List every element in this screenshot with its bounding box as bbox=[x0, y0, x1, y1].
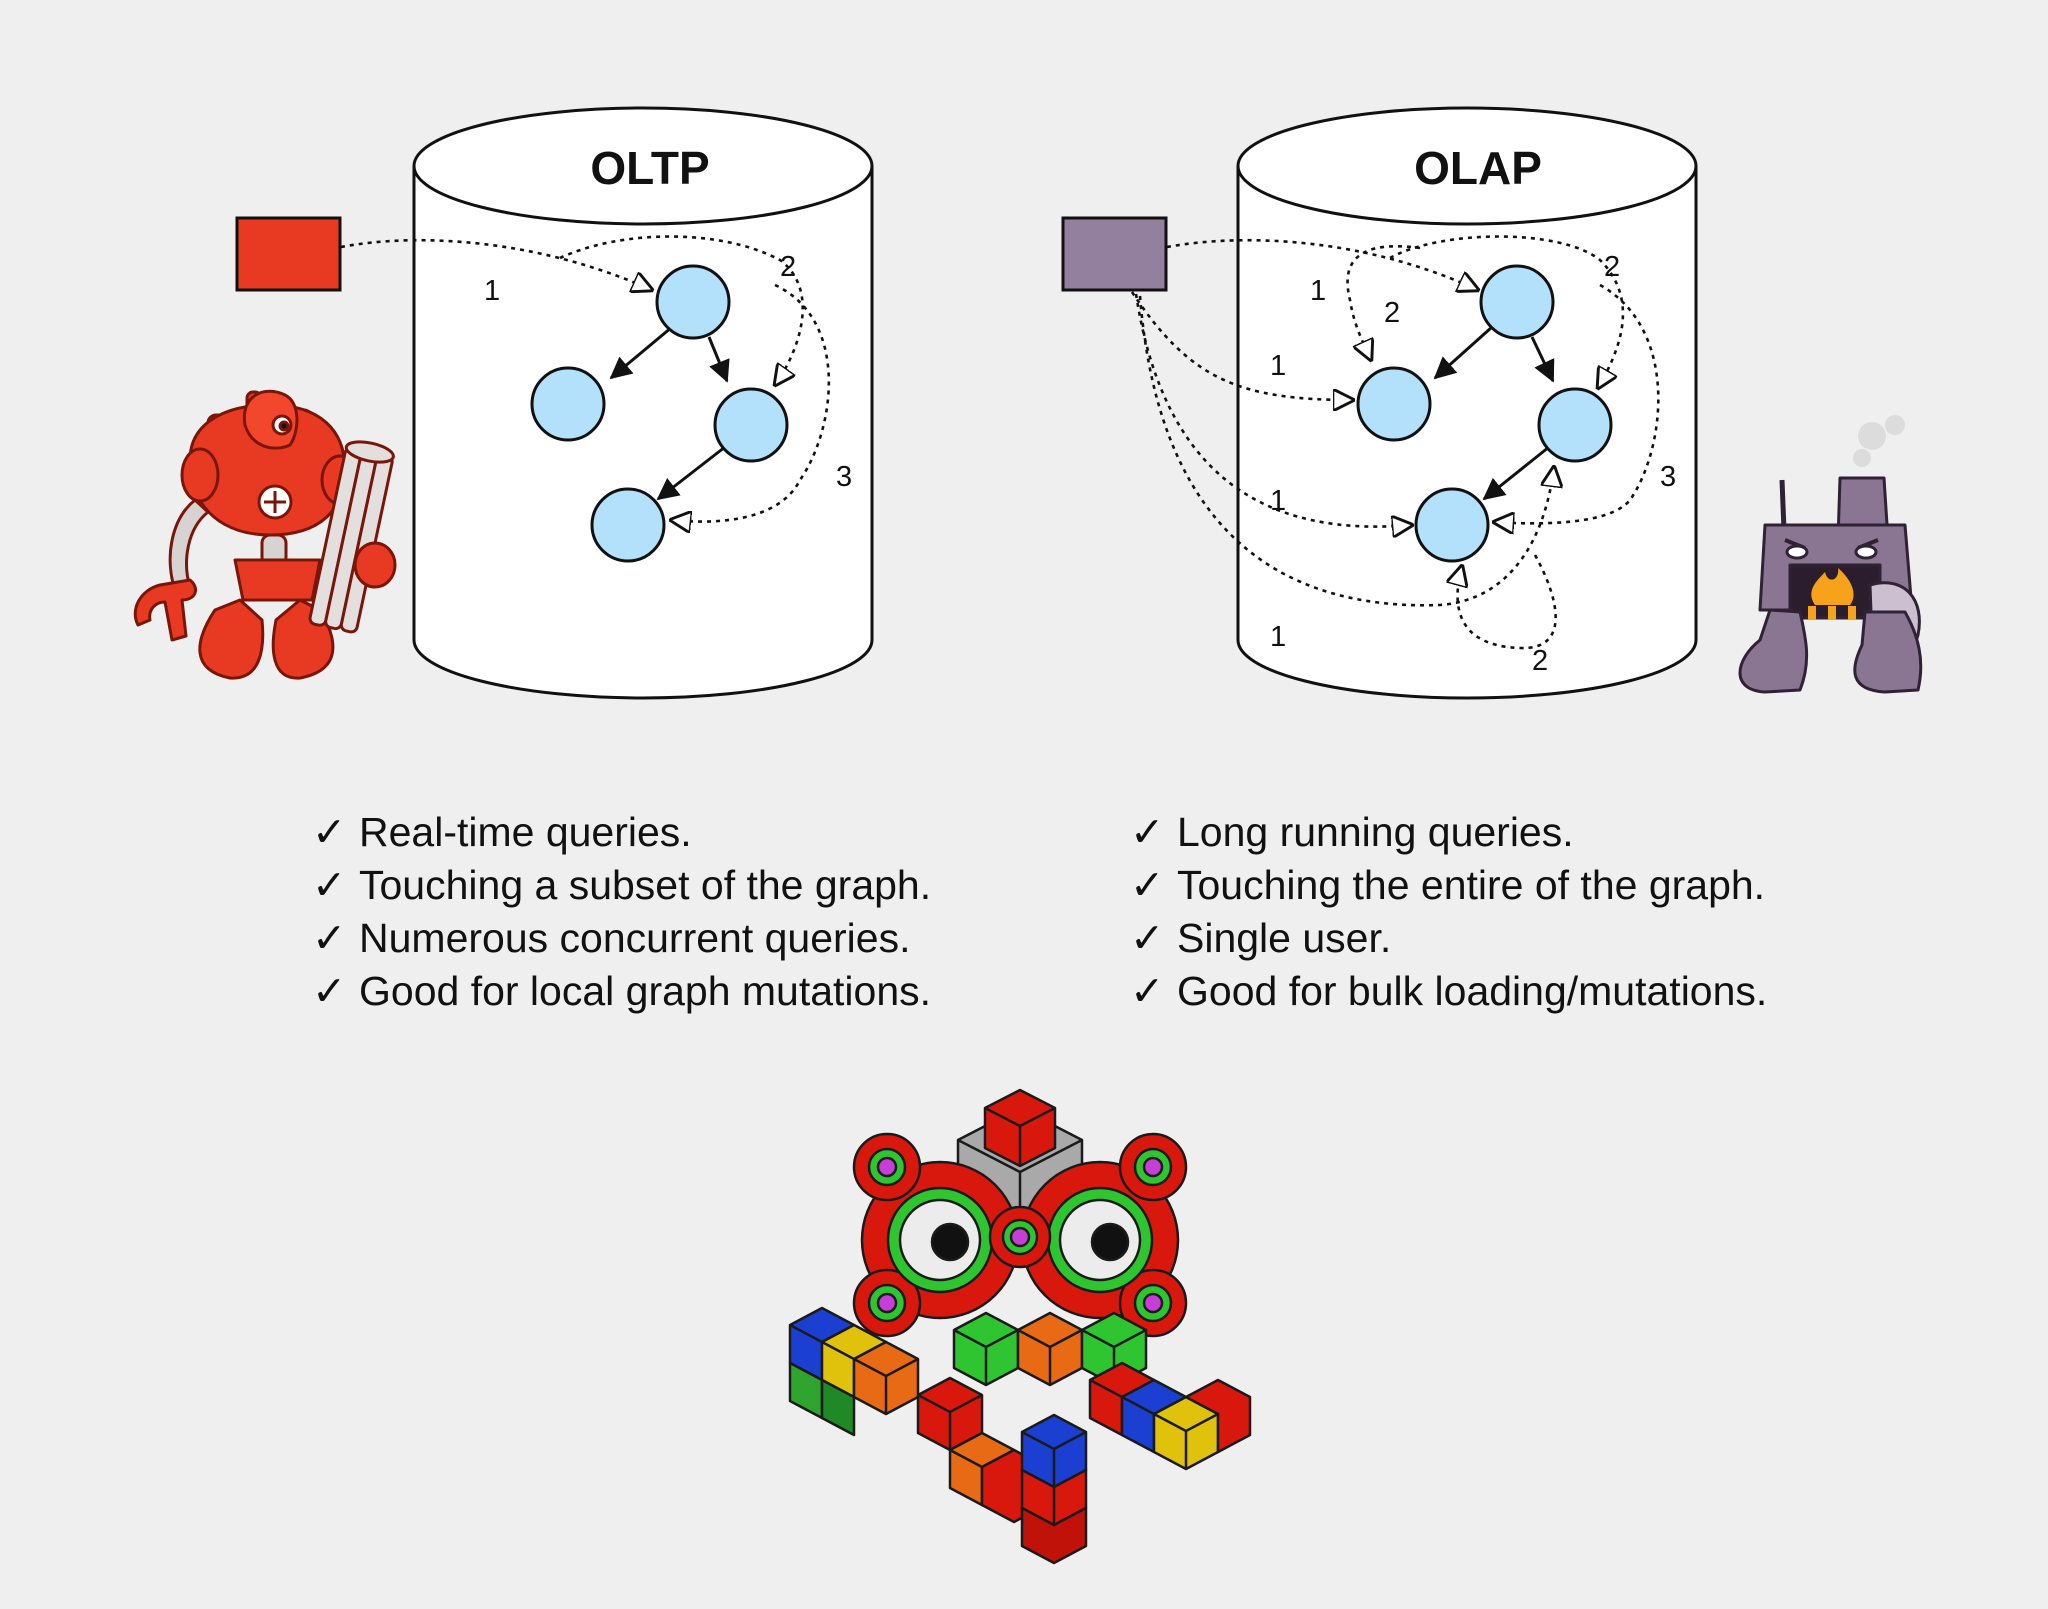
olap-step-label: 3 bbox=[1660, 461, 1676, 493]
olap-feature-item: ✓ Good for bulk loading/mutations. bbox=[1130, 965, 1767, 1018]
oltp-feature-text: Real-time queries. bbox=[359, 809, 692, 855]
oltp-step-label: 2 bbox=[780, 251, 796, 283]
olap-title: OLAP bbox=[1414, 142, 1542, 194]
olap-graph-node[interactable] bbox=[1414, 487, 1490, 563]
oltp-title: OLTP bbox=[590, 142, 709, 194]
olap-step-label: 1 bbox=[1270, 621, 1286, 653]
olap-edge bbox=[1433, 325, 1494, 380]
olap-traversal-step-2 bbox=[1346, 244, 1421, 360]
olap-cylinder-body bbox=[1236, 106, 1698, 700]
olap-step-label: 2 bbox=[1604, 251, 1620, 283]
olap-traversal-step-2 bbox=[1389, 235, 1625, 389]
checkmark-icon: ✓ bbox=[312, 862, 347, 908]
olap-feature-item: ✓ Single user. bbox=[1130, 912, 1767, 965]
oltp-graph-node[interactable] bbox=[530, 366, 606, 442]
oltp-graph-node[interactable] bbox=[713, 387, 789, 463]
oltp-feature-list: ✓ Real-time queries. ✓ Touching a subset o… bbox=[312, 806, 931, 1018]
checkmark-icon: ✓ bbox=[1130, 968, 1165, 1014]
checkmark-icon: ✓ bbox=[312, 915, 347, 961]
olap-traversal-step-1 bbox=[1138, 295, 1554, 607]
oltp-feature-item: ✓ Good for local graph mutations. bbox=[312, 965, 931, 1018]
olap-edge bbox=[1530, 336, 1555, 383]
oltp-cylinder-body bbox=[412, 106, 874, 700]
olap-graph-node[interactable] bbox=[1356, 366, 1432, 442]
olap-feature-item: ✓ Touching the entire of the graph. bbox=[1130, 859, 1767, 912]
olap-step-label: 2 bbox=[1532, 645, 1548, 677]
cube-legs bbox=[788, 1306, 1252, 1565]
cube-octopus-mascot-icon bbox=[788, 1088, 1252, 1565]
olap-step-label: 1 bbox=[1270, 485, 1286, 517]
olap-traversal bbox=[1130, 235, 1660, 650]
oltp-feature-item: ✓ Touching a subset of the graph. bbox=[312, 859, 931, 912]
oltp-robot-icon bbox=[133, 389, 397, 680]
oltp-client-box[interactable] bbox=[235, 216, 342, 292]
olap-traversal-step-1 bbox=[1134, 293, 1412, 527]
olap-feature-text: Long running queries. bbox=[1177, 809, 1574, 855]
olap-feature-text: Touching the entire of the graph. bbox=[1177, 862, 1766, 908]
oltp-edge bbox=[656, 445, 726, 501]
oltp-feature-text: Good for local graph mutations. bbox=[359, 968, 932, 1014]
olap-feature-text: Good for bulk loading/mutations. bbox=[1177, 968, 1768, 1014]
olap-client-box[interactable] bbox=[1061, 216, 1168, 292]
oltp-feature-text: Touching a subset of the graph. bbox=[359, 862, 932, 908]
checkmark-icon: ✓ bbox=[1130, 915, 1165, 961]
olap-graph-node[interactable] bbox=[1479, 264, 1555, 340]
olap-edge bbox=[1482, 445, 1550, 501]
checkmark-icon: ✓ bbox=[312, 809, 347, 855]
oltp-step-label: 1 bbox=[484, 275, 500, 307]
olap-database: OLAP bbox=[1236, 106, 1698, 700]
olap-feature-text: Single user. bbox=[1177, 915, 1392, 961]
olap-furnace-robot-icon bbox=[1738, 415, 1923, 694]
checkmark-icon: ✓ bbox=[1130, 809, 1165, 855]
olap-traversal-step-2 bbox=[1458, 554, 1557, 650]
oltp-feature-item: ✓ Real-time queries. bbox=[312, 806, 931, 859]
oltp-edge bbox=[707, 336, 730, 383]
oltp-graph-node[interactable] bbox=[590, 487, 666, 563]
olap-step-label: 1 bbox=[1270, 350, 1286, 382]
olap-step-label: 1 bbox=[1310, 275, 1326, 307]
olap-traversal-step-1 bbox=[1130, 291, 1353, 400]
oltp-traversal-step-2 bbox=[559, 235, 804, 386]
olap-traversal-step-1 bbox=[1166, 238, 1478, 290]
oltp-cylinder-rim bbox=[412, 165, 874, 226]
olap-traversal-step-3 bbox=[1494, 283, 1660, 523]
oltp-database: OLTP bbox=[412, 106, 874, 700]
oltp-graph bbox=[530, 264, 789, 563]
oltp-graph-node[interactable] bbox=[655, 264, 731, 340]
oltp-traversal bbox=[340, 235, 831, 522]
olap-graph-node[interactable] bbox=[1537, 387, 1613, 463]
olap-step-label: 2 bbox=[1384, 297, 1400, 329]
olap-cylinder-rim bbox=[1236, 165, 1698, 226]
oltp-step-label: 3 bbox=[836, 461, 852, 493]
olap-feature-item: ✓ Long running queries. bbox=[1130, 806, 1767, 859]
checkmark-icon: ✓ bbox=[312, 968, 347, 1014]
checkmark-icon: ✓ bbox=[1130, 862, 1165, 908]
oltp-edge bbox=[609, 325, 673, 380]
oltp-traversal-step-1 bbox=[340, 238, 652, 290]
olap-feature-list: ✓ Long running queries. ✓ Touching the ent… bbox=[1130, 806, 1767, 1018]
oltp-feature-item: ✓ Numerous concurrent queries. bbox=[312, 912, 931, 965]
oltp-feature-text: Numerous concurrent queries. bbox=[359, 915, 911, 961]
olap-graph bbox=[1356, 264, 1613, 563]
oltp-traversal-step-3 bbox=[671, 283, 831, 522]
